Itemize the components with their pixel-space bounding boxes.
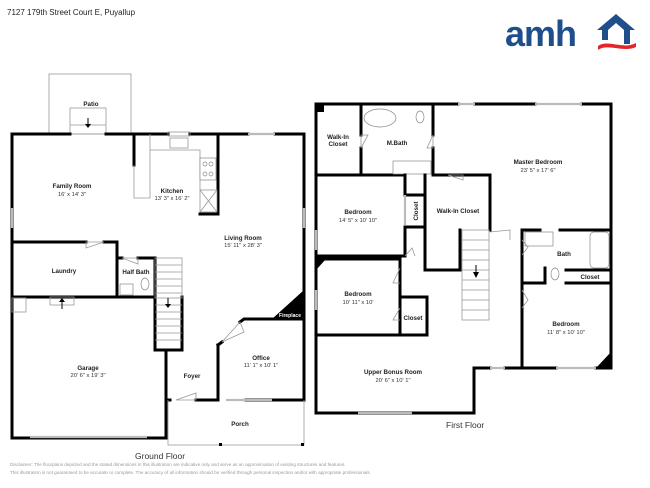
svg-text:Closet: Closet bbox=[404, 315, 423, 322]
svg-text:20' 6" x 19' 3": 20' 6" x 19' 3" bbox=[70, 373, 105, 379]
svg-text:Garage: Garage bbox=[77, 365, 99, 372]
svg-text:11' 1" x 10' 1": 11' 1" x 10' 1" bbox=[244, 363, 279, 369]
logo-text: amh bbox=[505, 13, 576, 53]
svg-text:Upper Bonus Room: Upper Bonus Room bbox=[364, 369, 423, 376]
fireplace-icon bbox=[272, 290, 304, 319]
svg-text:Walk-In: Walk-In bbox=[327, 134, 349, 141]
svg-text:20' 6" x 10' 1": 20' 6" x 10' 1" bbox=[375, 378, 410, 384]
svg-text:Patio: Patio bbox=[83, 101, 98, 108]
down-arrow-icon bbox=[165, 304, 171, 308]
svg-text:M.Bath: M.Bath bbox=[387, 140, 408, 147]
toilet-icon bbox=[550, 267, 560, 281]
svg-text:Bedroom: Bedroom bbox=[344, 291, 372, 298]
svg-text:Family Room: Family Room bbox=[53, 183, 92, 190]
entry-arrow-icon bbox=[85, 124, 91, 128]
sink-icon bbox=[169, 137, 189, 149]
svg-text:16' x 14' 3": 16' x 14' 3" bbox=[58, 192, 86, 198]
svg-text:Bedroom: Bedroom bbox=[344, 209, 372, 216]
svg-text:Closet: Closet bbox=[413, 202, 420, 221]
svg-text:Fireplace: Fireplace bbox=[279, 313, 301, 319]
svg-text:10' 11" x 10': 10' 11" x 10' bbox=[343, 300, 374, 306]
svg-text:15' 11" x 28' 3": 15' 11" x 28' 3" bbox=[224, 243, 262, 249]
down-arrow-icon bbox=[473, 272, 479, 278]
amh-logo: amh bbox=[505, 13, 636, 53]
svg-text:Kitchen: Kitchen bbox=[161, 188, 184, 195]
toilet-icon bbox=[140, 277, 150, 291]
stove-icon bbox=[199, 157, 217, 181]
sink-icon bbox=[119, 283, 134, 296]
property-address: 7127 179th Street Court E, Puyallup bbox=[7, 8, 136, 17]
svg-text:13' 3" x 16' 2": 13' 3" x 16' 2" bbox=[154, 196, 189, 202]
svg-text:Master Bedroom: Master Bedroom bbox=[514, 159, 563, 166]
house-icon bbox=[597, 14, 636, 50]
sink-icon bbox=[524, 231, 554, 247]
svg-text:Laundry: Laundry bbox=[52, 268, 77, 275]
svg-text:Office: Office bbox=[252, 355, 270, 362]
svg-text:Walk-In Closet: Walk-In Closet bbox=[437, 208, 479, 215]
svg-text:14' 5" x 10' 10": 14' 5" x 10' 10" bbox=[339, 218, 377, 224]
svg-text:Closet: Closet bbox=[581, 274, 600, 281]
ground-floor-label: Ground Floor bbox=[135, 451, 186, 461]
svg-text:11' 8" x 10' 10": 11' 8" x 10' 10" bbox=[547, 330, 585, 336]
bathtub-icon bbox=[363, 108, 397, 128]
bathtub-icon bbox=[589, 231, 610, 269]
double-sink-icon bbox=[392, 160, 432, 175]
ground-floor-plan: Patio bbox=[10, 73, 306, 446]
disclaimer-line-1: Disclaimer: The floorplans depicted and … bbox=[10, 462, 346, 467]
disclaimer-line-2: This illustration is not guaranteed to b… bbox=[10, 470, 371, 475]
first-floor-plan: Walk-In Closet M.Bath Master Bedroom 23'… bbox=[314, 102, 613, 415]
svg-text:23' 5" x 17' 6": 23' 5" x 17' 6" bbox=[520, 168, 555, 174]
svg-text:Half Bath: Half Bath bbox=[122, 269, 149, 276]
first-floor-label: First Floor bbox=[446, 420, 485, 430]
toilet-icon bbox=[415, 110, 425, 124]
svg-text:Closet: Closet bbox=[329, 141, 348, 148]
svg-text:Bath: Bath bbox=[557, 251, 571, 258]
svg-text:Bedroom: Bedroom bbox=[552, 321, 580, 328]
svg-text:Porch: Porch bbox=[231, 421, 249, 428]
up-arrow-icon bbox=[59, 298, 65, 302]
svg-text:Living Room: Living Room bbox=[224, 235, 262, 242]
svg-text:Foyer: Foyer bbox=[184, 373, 201, 380]
